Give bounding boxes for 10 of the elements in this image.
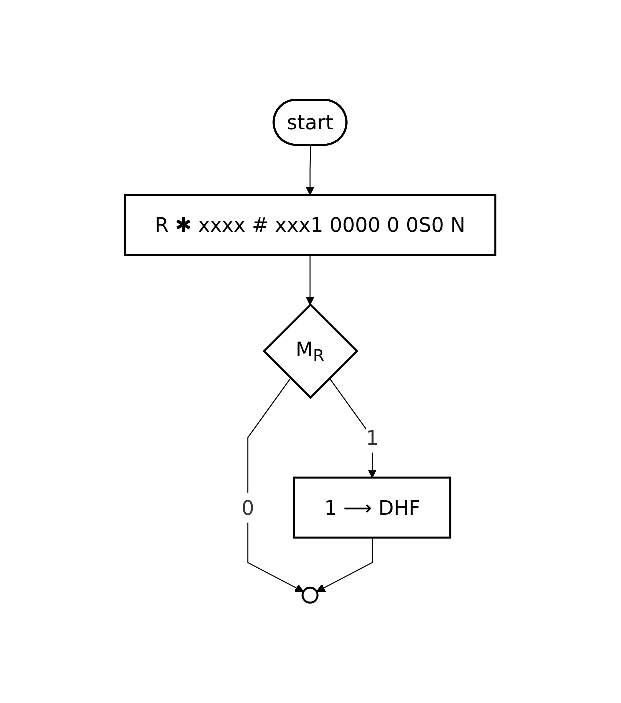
- node-diamond: M$_{R}$: [263, 304, 359, 400]
- edge-label: 1: [366, 426, 380, 450]
- arrow: [248, 378, 304, 592]
- node-circle: [302, 586, 319, 604]
- node-box: 1 ⟶ DHF: [294, 476, 452, 539]
- arrow: [306, 254, 315, 306]
- edge-label: 0: [242, 496, 255, 520]
- arrow: [306, 145, 315, 196]
- node-box: R ✱ xxxx # xxx1 0000 0 0S0 N: [124, 194, 497, 256]
- arrow: [316, 537, 374, 592]
